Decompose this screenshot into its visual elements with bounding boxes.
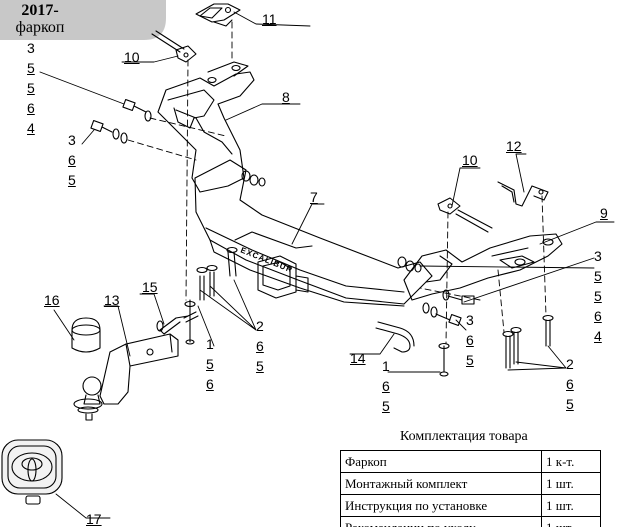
callout-7: 7 (310, 189, 318, 205)
header-year: 2017- (21, 2, 59, 19)
callout-11: 11 (262, 11, 277, 27)
table-row: Монтажный комплект 1 шт. (340, 472, 601, 495)
callout-15: 15 (142, 279, 158, 295)
kit-item-qty: 1 к-т. (541, 450, 601, 473)
plate-part-10-right (437, 197, 493, 233)
stack-bolt-left: 1 5 6 (206, 336, 214, 392)
clip-part-14 (375, 321, 415, 353)
kit-item-name: Монтажный комплект (340, 472, 542, 495)
stack-right-bottom: 2 6 5 (566, 356, 574, 412)
kit-item-name: Фаркоп (340, 450, 542, 473)
kit-title: Комплектация товара (400, 429, 528, 444)
leader-lines (39, 11, 615, 519)
cover-part-17 (1, 439, 63, 505)
callout-13: 13 (104, 292, 120, 308)
table-row: Рекомендации по уходу 1 шт. (340, 516, 601, 527)
stack-mid: 3 6 5 (466, 312, 474, 368)
stack-washers-left: 2 6 5 (256, 318, 264, 374)
stack-left-mid: 3 6 5 (68, 132, 76, 188)
table-row: Фаркоп 1 к-т. (340, 450, 601, 473)
stack-left-top: 3 5 5 6 4 (27, 40, 35, 136)
plate-part-10-left (151, 30, 197, 63)
callout-14: 14 (350, 350, 366, 366)
kit-item-qty: 1 шт. (541, 494, 601, 517)
plate-part-12 (497, 181, 549, 207)
ball-mount-part-13 (73, 333, 179, 421)
pin-part-15 (156, 311, 199, 335)
callout-16: 16 (44, 292, 60, 308)
table-row: Инструкция по установке 1 шт. (340, 494, 601, 517)
ball-cap-part-16 (71, 317, 101, 353)
plate-part-11 (195, 3, 241, 27)
callout-10-right: 10 (462, 152, 478, 168)
assembly-lines (127, 21, 547, 345)
callout-8: 8 (282, 89, 290, 105)
callout-17: 17 (86, 511, 102, 527)
left-bracket-part-8 (157, 61, 255, 193)
stack-lower: 1 6 5 (382, 358, 390, 414)
kit-item-qty: 1 шт. (541, 516, 601, 527)
callout-9: 9 (600, 205, 608, 221)
stack-right: 3 5 5 6 4 (594, 248, 602, 344)
kit-item-name: Рекомендации по уходу (340, 516, 542, 527)
header-model: фаркоп (15, 19, 65, 36)
fasteners (90, 98, 554, 377)
right-bracket-part-9 (403, 233, 563, 301)
kit-table: Фаркоп 1 к-т. Монтажный комплект 1 шт. И… (340, 450, 601, 527)
kit-item-qty: 1 шт. (541, 472, 601, 495)
crossbar-part-7 (194, 159, 433, 307)
callout-10-left: 10 (124, 49, 140, 65)
callout-12: 12 (506, 138, 522, 154)
kit-item-name: Инструкция по установке (340, 494, 542, 517)
header-tab-shape (0, 0, 166, 40)
